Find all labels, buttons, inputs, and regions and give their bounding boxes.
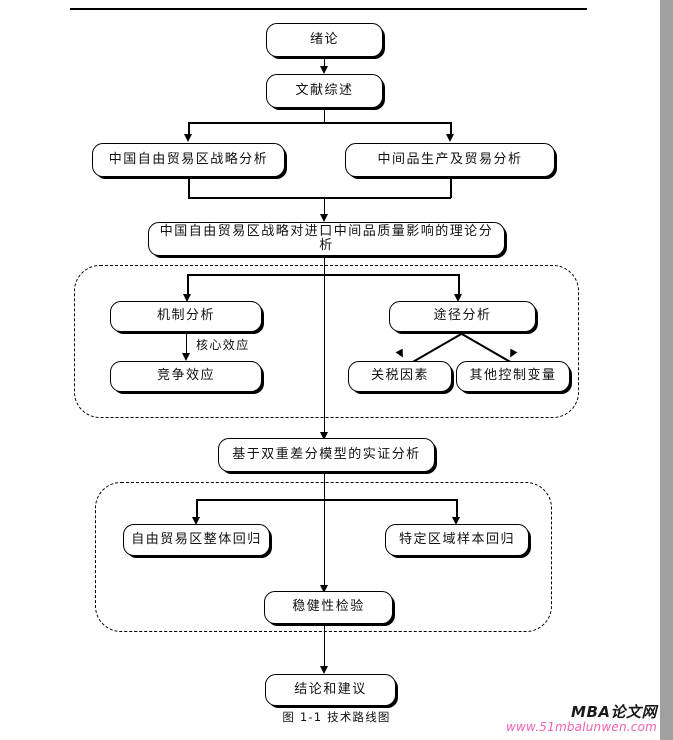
edge-intro-literature-arrow — [319, 66, 328, 74]
watermark-brand: MBA论文网 — [571, 703, 657, 722]
node-conclusion[interactable]: 结论和建议 — [265, 674, 396, 706]
node-mechanism-label: 机制分析 — [156, 308, 215, 324]
node-mechanism[interactable]: 机制分析 — [110, 301, 262, 332]
edge-mechanism-competition-arrow — [181, 353, 190, 361]
edge-theory-trunk — [323, 256, 326, 434]
edge-literature-left-drop — [188, 122, 190, 136]
node-region-regression[interactable]: 特定区域样本回归 — [385, 524, 529, 556]
edge-group1-left-drop — [187, 274, 189, 296]
edge-group2-left-arrow — [192, 517, 201, 525]
edge-theory-trunk-arrow — [319, 432, 328, 440]
node-theory[interactable]: 中国自由贸易区战略对进口中间品质量影响的理论分析 — [148, 222, 505, 256]
node-theory-label: 中国自由贸易区战略对进口中间品质量影响的理论分析 — [159, 223, 494, 253]
edge-literature-trunk — [323, 108, 326, 123]
figure-caption-text: 图 1-1 技术路线图 — [282, 710, 391, 724]
node-path[interactable]: 途径分析 — [389, 301, 536, 332]
node-intro[interactable]: 绪论 — [266, 23, 383, 57]
edge-ftz-down — [188, 177, 190, 198]
node-ftz-strategy-label: 中国自由贸易区战略分析 — [108, 151, 269, 167]
figure-caption: 图 1-1 技术路线图 — [0, 709, 673, 725]
edge-literature-split — [188, 122, 451, 124]
node-did[interactable]: 基于双重差分模型的实证分析 — [218, 438, 435, 472]
header-rule — [70, 8, 587, 10]
node-tariff-label: 关税因素 — [370, 368, 429, 384]
node-competition-label: 竞争效应 — [156, 368, 215, 384]
node-robustness-label: 稳健性检验 — [292, 599, 365, 615]
edge-group1-left-arrow — [183, 294, 192, 302]
node-competition[interactable]: 竞争效应 — [110, 361, 262, 392]
edge-did-trunk — [323, 472, 326, 587]
edge-group1-right-arrow — [454, 294, 463, 302]
edge-group2-to-conclusion — [323, 624, 326, 668]
node-intermediate-label: 中间品生产及贸易分析 — [377, 151, 523, 167]
node-controls[interactable]: 其他控制变量 — [456, 361, 570, 392]
node-did-label: 基于双重差分模型的实证分析 — [232, 446, 421, 462]
node-robustness[interactable]: 稳健性检验 — [264, 591, 393, 624]
edge-group1-right-drop — [458, 274, 460, 296]
edge-intermediate-down — [450, 177, 452, 198]
edge-group2-split — [196, 499, 457, 501]
edge-literature-right-drop — [450, 122, 452, 136]
node-conclusion-label: 结论和建议 — [294, 681, 367, 697]
edge-group2-left-drop — [196, 499, 198, 519]
watermark-url: www.51mbalunwen.com — [505, 719, 657, 734]
group-theory-analysis — [74, 265, 579, 418]
node-intermediate[interactable]: 中间品生产及贸易分析 — [345, 143, 555, 177]
edge-label-core-effect: 核心效应 — [196, 338, 250, 352]
node-region-regression-label: 特定区域样本回归 — [398, 531, 515, 547]
edge-intro-literature — [323, 57, 326, 68]
edge-merge-bar — [188, 197, 451, 199]
node-literature-label: 文献综述 — [295, 82, 354, 98]
edge-did-trunk-arrow — [319, 585, 328, 593]
edge-group2-right-arrow — [452, 517, 461, 525]
node-tariff[interactable]: 关税因素 — [348, 361, 452, 392]
edge-merge-trunk — [323, 197, 326, 216]
node-literature[interactable]: 文献综述 — [266, 74, 383, 108]
node-path-label: 途径分析 — [433, 308, 492, 324]
edge-literature-left-arrow — [184, 134, 193, 142]
edge-merge-arrow — [319, 214, 328, 222]
edge-group2-to-conclusion-arrow — [319, 666, 328, 674]
edge-literature-right-arrow — [446, 134, 455, 142]
edge-mechanism-competition — [185, 332, 188, 355]
node-controls-label: 其他控制变量 — [469, 368, 557, 384]
watermark: MBA论文网 www.51mbalunwen.com — [506, 704, 657, 734]
edge-group2-right-drop — [456, 499, 458, 519]
node-intro-label: 绪论 — [309, 31, 339, 47]
node-overall-regression-label: 自由贸易区整体回归 — [131, 531, 262, 547]
edge-group1-split — [187, 274, 459, 276]
node-overall-regression[interactable]: 自由贸易区整体回归 — [123, 524, 270, 556]
window-scrollbar[interactable] — [660, 0, 673, 740]
node-ftz-strategy[interactable]: 中国自由贸易区战略分析 — [92, 143, 285, 177]
